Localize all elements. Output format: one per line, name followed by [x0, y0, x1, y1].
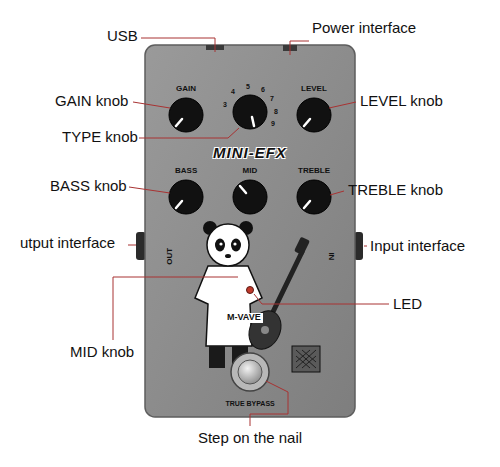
- panel-print: MINI-EFX: [213, 145, 287, 162]
- callout-label: utput interface: [20, 234, 115, 251]
- level-knob: [297, 98, 331, 132]
- callout-label: TREBLE knob: [348, 181, 443, 198]
- panda-leg: [209, 346, 225, 368]
- callout-label: GAIN knob: [55, 92, 128, 109]
- knob-pointer: [304, 201, 310, 208]
- led-lamp: [247, 287, 254, 294]
- panel-print: 4: [231, 88, 235, 96]
- callout-label: Step on the nail: [198, 429, 302, 446]
- footswitch-nut: [231, 353, 269, 391]
- panda-eye-patch: [231, 239, 241, 252]
- gain-knob: [169, 98, 203, 132]
- panel-print: 8: [274, 108, 278, 116]
- pedal-housing: GAIN 34 5 678 9 LEVEL MINI-EFX BASS MID TREBLE OUT…: [145, 45, 355, 417]
- leader-line: [129, 187, 170, 193]
- callout-label: USB: [107, 27, 138, 44]
- knob-pointer: [176, 119, 182, 126]
- callout-label: BASS knob: [50, 177, 127, 194]
- leader-line: [128, 245, 136, 246]
- leader-line: [330, 191, 344, 195]
- guitar-head: [294, 237, 310, 256]
- pedal-body: [145, 45, 355, 417]
- panda-artwork: [195, 221, 320, 372]
- treble-knob: [297, 180, 331, 214]
- knob-pointer: [252, 117, 254, 126]
- callout-label: LED: [393, 295, 422, 312]
- panel-print: OUT: [166, 247, 175, 264]
- leader-line: [113, 277, 238, 340]
- knob-pointer: [304, 119, 310, 126]
- panel-print: TRUE BYPASS: [226, 400, 275, 408]
- guitar-hole: [261, 326, 269, 334]
- amp-grill: [296, 350, 316, 368]
- panel-print: LEVEL: [301, 85, 327, 94]
- footswitch: [238, 360, 262, 384]
- panda-head: [207, 224, 249, 266]
- leader-line: [290, 41, 309, 55]
- panda-eye: [219, 242, 222, 245]
- panel-print: MID: [243, 167, 258, 176]
- leader-lines: [113, 38, 389, 426]
- leader-line: [364, 246, 367, 247]
- leader-line: [329, 102, 356, 108]
- leader-line: [139, 128, 239, 138]
- panel-print: GAIN: [176, 85, 196, 94]
- mid-knob: [233, 180, 267, 214]
- leader-line: [254, 294, 389, 304]
- callout-label: TYPE knob: [62, 128, 138, 145]
- knob-pointer: [176, 201, 182, 208]
- panel-print: 9: [271, 120, 275, 128]
- panel-print: BASS: [175, 167, 197, 176]
- bass-knob: [169, 180, 203, 214]
- panda-eye: [233, 242, 236, 245]
- panel-print: M-VAVE: [225, 313, 263, 323]
- knob-pointer: [240, 186, 246, 193]
- callout-label: Power interface: [312, 19, 416, 36]
- panel-print: TREBLE: [298, 167, 330, 176]
- callout-label: MID knob: [70, 343, 134, 360]
- amp-box: [292, 346, 320, 372]
- panel-print: 3: [223, 101, 227, 109]
- callout-label: Input interface: [370, 237, 465, 254]
- panel-print: 5: [246, 83, 250, 91]
- panel-print: 7: [270, 95, 274, 103]
- panel-print: 6: [261, 86, 265, 94]
- guitar-neck: [270, 252, 302, 318]
- knob-set: [169, 95, 331, 214]
- leader-line: [133, 102, 170, 108]
- type-knob: [233, 95, 267, 129]
- panel-print: IN: [327, 252, 336, 260]
- panda-nose: [225, 254, 231, 258]
- leader-line: [141, 38, 215, 52]
- callout-label: LEVEL knob: [360, 92, 443, 109]
- panda-eye-patch: [215, 239, 225, 252]
